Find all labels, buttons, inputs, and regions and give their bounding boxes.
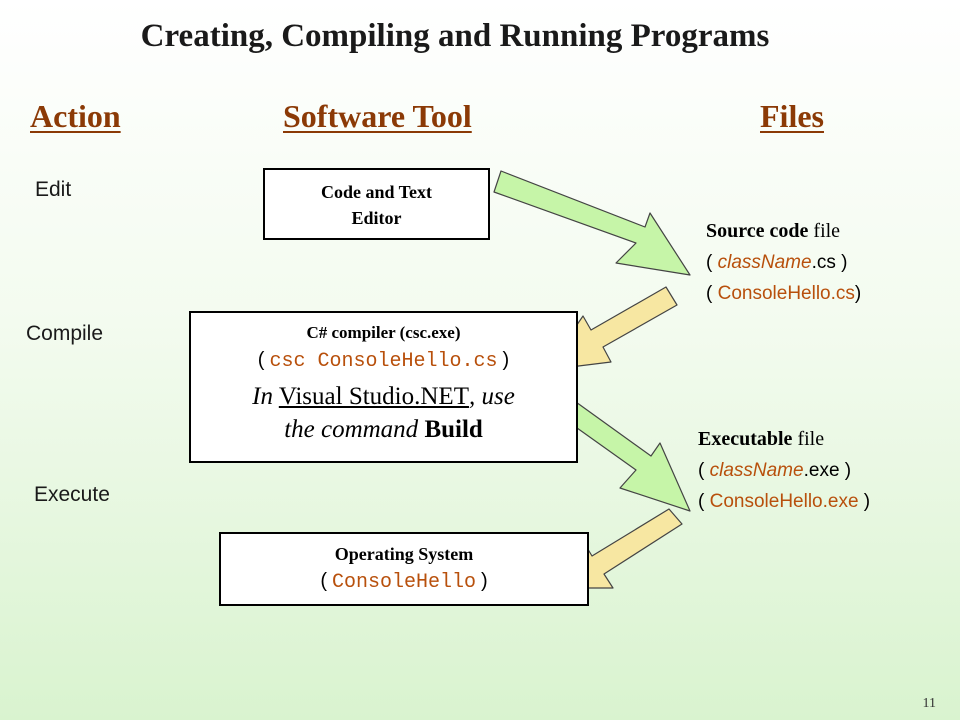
exe-file-label: Executable file xyxy=(698,428,825,450)
action-compile: Compile xyxy=(26,322,104,345)
compiler-box-title: C# compiler (csc.exe) xyxy=(306,323,461,342)
editor-box-line2: Editor xyxy=(351,208,402,228)
arrow-source-to-compiler xyxy=(545,286,678,371)
page-number: 11 xyxy=(922,696,936,711)
compiler-build-line: the command Build xyxy=(284,416,483,443)
source-file-label: Source code file xyxy=(706,220,841,242)
source-file-block: Source code file ( className.cs ) ( Cons… xyxy=(706,216,861,309)
compiler-command-line: ( csc ConsoleHello.cs ) xyxy=(257,349,510,373)
visual-studio-name: Visual Studio.NET xyxy=(278,383,469,410)
arrow-compiler-to-exe xyxy=(555,396,691,512)
build-command: Build xyxy=(424,416,483,443)
page-title: Creating, Compiling and Running Programs xyxy=(140,18,770,54)
compiler-box: C# compiler (csc.exe) ( csc ConsoleHello… xyxy=(189,311,578,463)
os-box: Operating System ( ConsoleHello ) xyxy=(219,532,589,606)
action-edit: Edit xyxy=(35,178,72,201)
editor-box-line1: Code and Text xyxy=(320,182,433,202)
compiler-vs-line: In Visual Studio.NET, use xyxy=(252,383,515,410)
compiler-command: csc ConsoleHello.cs xyxy=(269,350,498,373)
header-files: Files xyxy=(760,98,824,134)
os-box-title: Operating System xyxy=(334,544,474,564)
arrow-editor-to-source xyxy=(493,170,691,276)
os-command-line: ( ConsoleHello ) xyxy=(320,570,488,594)
header-software-tool: Software Tool xyxy=(283,98,472,134)
os-command: ConsoleHello xyxy=(331,571,477,594)
editor-box: Code and Text Editor xyxy=(263,168,490,240)
source-file-generic: ( className.cs ) xyxy=(706,252,848,273)
exe-file-example: ( ConsoleHello.exe ) xyxy=(698,491,871,512)
action-execute: Execute xyxy=(34,483,110,506)
exe-file-generic: ( className.exe ) xyxy=(698,460,852,481)
source-file-example: ( ConsoleHello.cs) xyxy=(706,283,862,304)
header-action: Action xyxy=(30,98,121,134)
exe-file-block: Executable file ( className.exe ) ( Cons… xyxy=(698,424,870,517)
